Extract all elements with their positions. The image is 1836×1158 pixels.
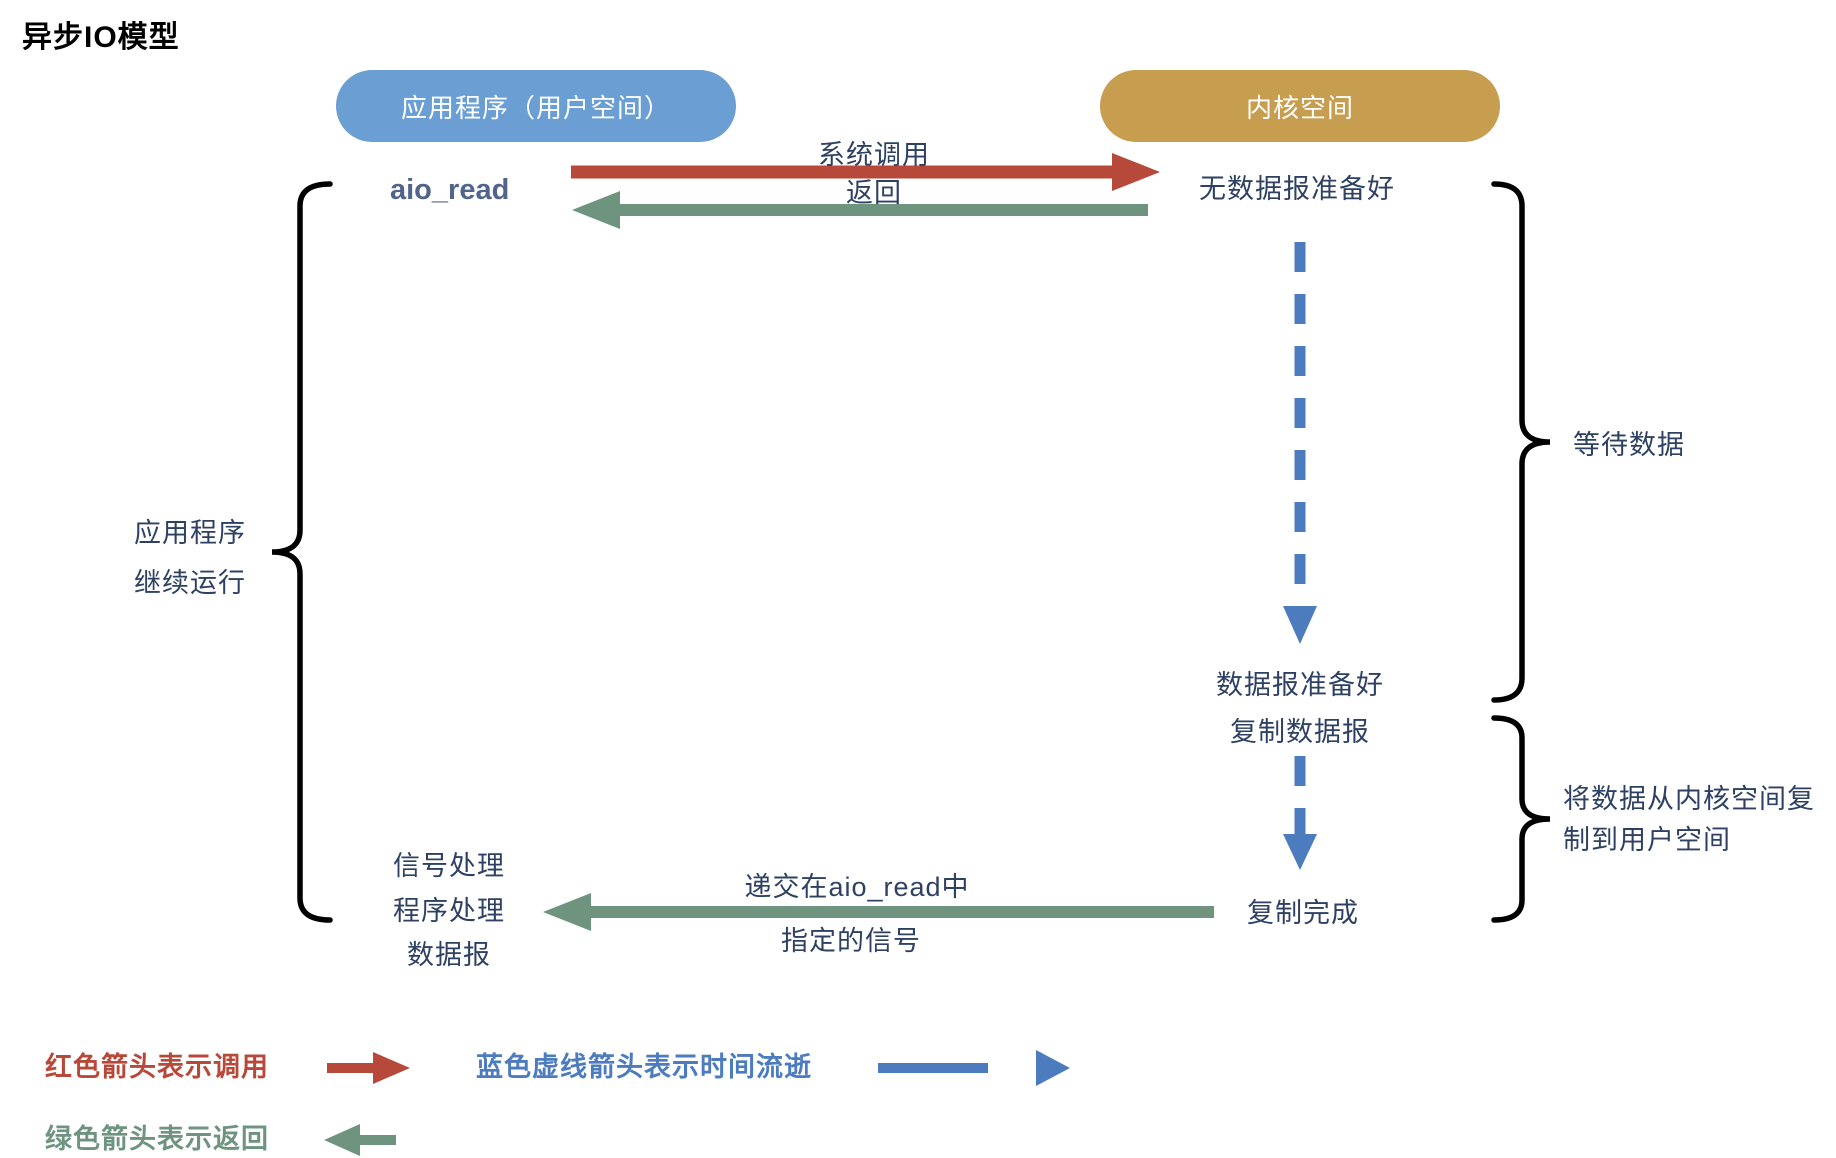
legend-green-label: 绿色箭头表示返回 [45,1124,269,1154]
legend-red-arrow-head [373,1052,410,1084]
syscall-arrow-head [1112,153,1160,191]
diagram-title: 异步IO模型 [22,21,180,54]
app-continue-label-line2: 继续运行 [134,568,246,598]
user-space-pill: 应用程序（用户空间） [336,70,736,142]
data-ready-label: 数据报准备好 [1216,670,1384,700]
copy-desc-label-line2: 制到用户空间 [1563,825,1731,855]
deliver-signal-label-line2: 指定的信号 [781,926,921,956]
time-elapse-arrow-2-head [1283,834,1317,870]
deliver-signal-label-line1: 递交在aio_read中 [744,872,970,902]
kernel-space-pill-label: 内核空间 [1245,92,1354,123]
syscall-label: 系统调用 [818,140,930,170]
copy-desc-label-line1: 将数据从内核空间复 [1563,784,1815,814]
app-continue-label-line1: 应用程序 [134,518,246,548]
signal-handler-label-line1: 信号处理 [393,851,505,881]
return-arrow-head [572,191,620,229]
signal-handler-label-line3: 数据报 [407,940,491,970]
aio-read-label: aio_read [390,174,510,206]
return-label: 返回 [846,178,902,208]
copy-data-label: 复制数据报 [1230,717,1370,747]
signal-delivery-arrow-head [543,893,591,931]
legend-red-label: 红色箭头表示调用 [45,1052,269,1082]
signal-handler-label-line2: 程序处理 [393,896,505,926]
legend-blue-label: 蓝色虚线箭头表示时间流逝 [476,1052,812,1082]
legend-blue-arrow-head [1036,1050,1070,1086]
copy-done-label: 复制完成 [1247,898,1359,928]
copy-desc-brace [1491,715,1551,923]
wait-data-label: 等待数据 [1573,430,1685,460]
legend-green-arrow-head [324,1124,360,1156]
time-elapse-arrow-1-head [1283,606,1317,644]
kernel-space-pill: 内核空间 [1100,70,1500,142]
wait-data-brace [1491,181,1551,703]
user-space-pill-label: 应用程序（用户空间） [400,92,671,123]
app-continue-brace [271,181,333,923]
no-data-ready-label: 无数据报准备好 [1199,174,1395,204]
